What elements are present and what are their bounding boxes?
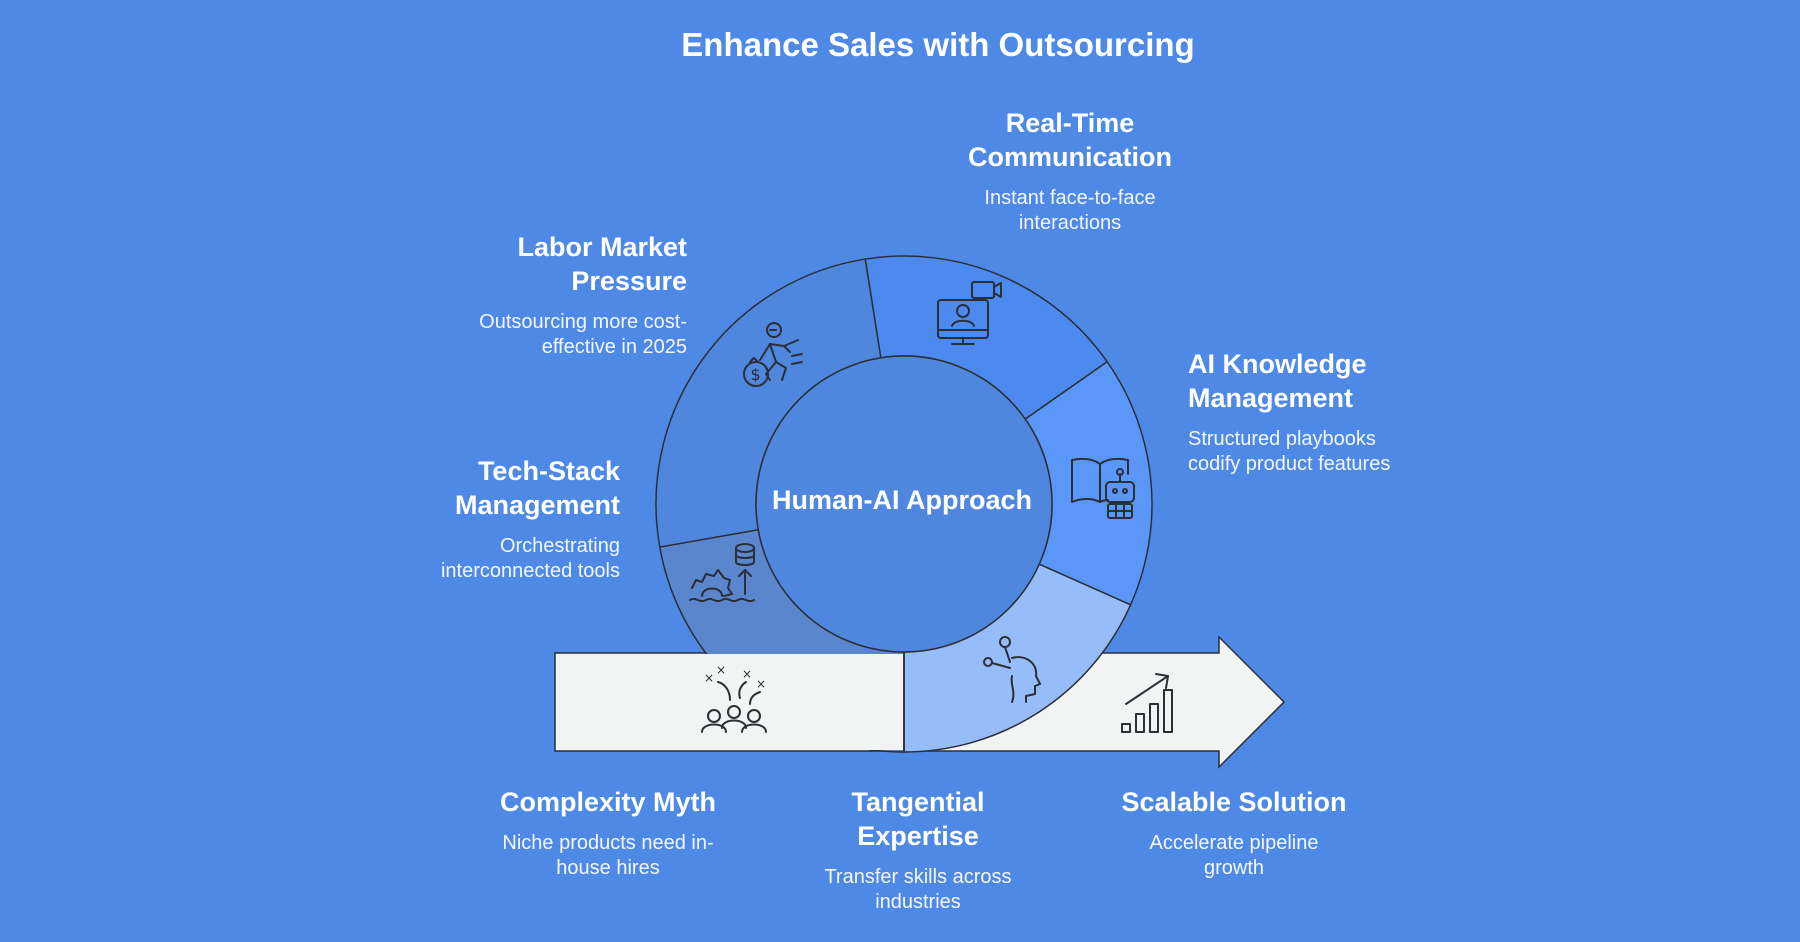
video-call-icon: [937, 281, 1002, 345]
label-ai-knowledge-management: AI Knowledge Management Structured playb…: [1188, 347, 1488, 477]
segment-title: Tech-Stack Management: [454, 456, 620, 520]
segment-title: Labor Market Pressure: [517, 232, 687, 296]
head-idea-icon: [983, 636, 1041, 703]
label-labor-market-pressure: Labor Market Pressure Outsourcing more c…: [400, 230, 687, 360]
segment-description: Outsourcing more cost- effective in 2025: [479, 311, 687, 358]
segment-description: Accelerate pipeline growth: [1149, 832, 1319, 879]
label-real-time-communication: Real-Time Communication Instant face-to-…: [930, 106, 1210, 236]
ring: [556, 255, 1153, 753]
segment-title: Complexity Myth: [499, 787, 717, 817]
gear-database-icon: [689, 543, 755, 603]
segment-description: Orchestrating interconnected tools: [440, 535, 620, 582]
label-tangential-expertise: Tangential Expertise Transfer skills acr…: [778, 785, 1058, 915]
svg-text:$: $: [751, 365, 761, 384]
segment-description: Structured playbooks codify product feat…: [1188, 428, 1391, 475]
segment-title: Real-Time Communication: [967, 108, 1172, 172]
book-robot-icon: [1071, 457, 1135, 519]
segment-description: Niche products need in- house hires: [502, 832, 714, 879]
label-scalable-solution: Scalable Solution Accelerate pipeline gr…: [1094, 785, 1374, 881]
page-title: Enhance Sales with Outsourcing: [681, 26, 1195, 63]
svg-text:×: ×: [704, 671, 714, 685]
segment-description: Transfer skills across industries: [824, 866, 1012, 913]
svg-text:×: ×: [716, 663, 726, 677]
label-tech-stack-management: Tech-Stack Management Orchestrating inte…: [360, 454, 620, 584]
growth-chart-icon: [1121, 673, 1173, 733]
segment-description: Instant face-to-face interactions: [984, 187, 1156, 234]
svg-text:×: ×: [742, 667, 752, 681]
hub-circle: [755, 355, 1053, 653]
segment-title: AI Knowledge Management: [1188, 349, 1367, 413]
segment-title: Scalable Solution: [1121, 787, 1347, 817]
team-strategy-icon: × × × ×: [701, 663, 767, 733]
segment-title: Tangential Expertise: [851, 787, 985, 851]
hub-label: Human-AI Approach: [771, 485, 1032, 515]
arrow-left-block: [556, 654, 903, 750]
label-complexity-myth: Complexity Myth Niche products need in- …: [468, 785, 748, 881]
svg-text:×: ×: [756, 677, 766, 691]
cost-runner-icon: $: [743, 322, 803, 387]
